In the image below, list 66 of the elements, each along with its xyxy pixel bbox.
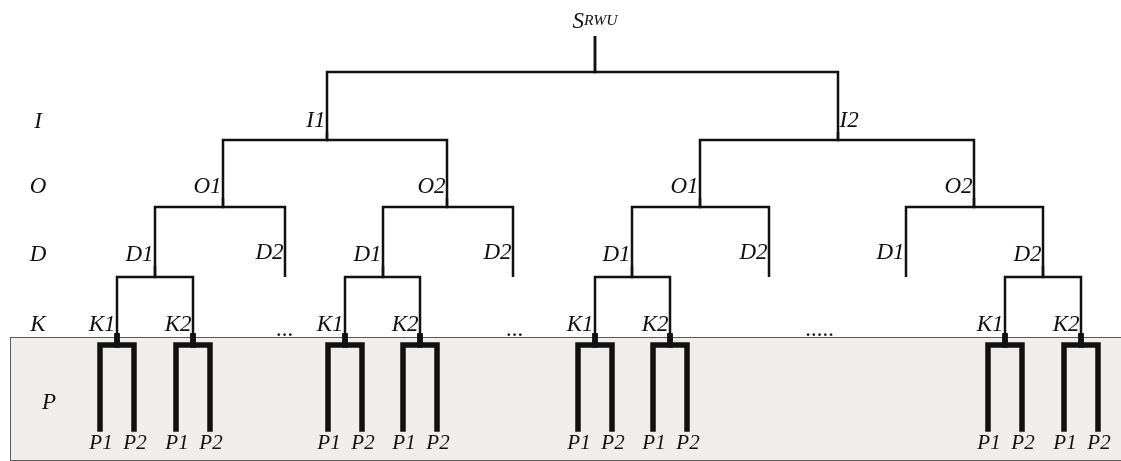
node-label: P1 [1048, 430, 1082, 454]
node-label: P2 [421, 430, 455, 454]
node-label: K1 [298, 310, 344, 336]
node-label: D1 [585, 240, 631, 266]
node-label: P1 [160, 430, 194, 454]
node-label: O2 [400, 172, 446, 198]
node-label: D2 [996, 240, 1042, 266]
node-label: O2 [927, 172, 973, 198]
tree-line [153, 266, 195, 336]
node-label: P2 [596, 430, 630, 454]
node-label: D1 [859, 240, 905, 277]
row-label: K [29, 310, 48, 336]
node-label: O1 [653, 172, 699, 198]
ellipsis-label: ..... [804, 315, 836, 341]
ellipsis-label: ... [275, 315, 295, 341]
tree-line [972, 198, 1045, 266]
tree-line [190, 333, 213, 432]
tree-line [114, 333, 137, 432]
node-label: K2 [146, 310, 192, 336]
tree-line [1041, 266, 1083, 336]
node-label: O1 [176, 172, 222, 198]
tree-line [836, 132, 976, 198]
node-label: P1 [972, 430, 1006, 454]
node-label: D1 [336, 240, 382, 266]
node-label: P2 [1006, 430, 1040, 454]
node-label: P1 [387, 430, 421, 454]
tree-line [667, 333, 690, 432]
node-label: I2 [839, 106, 885, 132]
node-label: K2 [623, 310, 669, 336]
node-label: P1 [84, 430, 118, 454]
node-label: P1 [312, 430, 346, 454]
node-label: P2 [1082, 430, 1116, 454]
node-label: K1 [70, 310, 116, 336]
node-label: P1 [637, 430, 671, 454]
row-label: O [28, 172, 48, 198]
tree-line [592, 333, 615, 432]
row-label: I [33, 107, 44, 133]
tree-line [593, 36, 840, 132]
tree-line [325, 132, 449, 198]
node-label: P2 [671, 430, 705, 454]
node-label: P1 [562, 430, 596, 454]
node-label: D1 [108, 240, 154, 266]
tree-line [445, 198, 515, 277]
node-label: I1 [280, 106, 326, 132]
node-label: D2 [722, 240, 768, 277]
row-label: P [40, 388, 58, 414]
node-label: K2 [373, 310, 419, 336]
node-label: P2 [346, 430, 380, 454]
tree-line [698, 198, 771, 277]
tree-line [630, 266, 672, 336]
node-label: D2 [238, 240, 284, 277]
node-label: K2 [1034, 310, 1080, 336]
row-label: D [28, 240, 48, 266]
tree-line [342, 333, 365, 432]
tree-line [381, 266, 422, 336]
node-label: P2 [194, 430, 228, 454]
tree-line [417, 333, 440, 432]
node-label: D2 [466, 240, 512, 277]
tree-line [1078, 333, 1101, 432]
node-label: P2 [118, 430, 152, 454]
node-label: K1 [958, 310, 1004, 336]
tree-line [221, 198, 287, 277]
node-label: K1 [548, 310, 594, 336]
ellipsis-label: ... [505, 315, 525, 341]
tree-line [1002, 333, 1025, 432]
shaded-band [10, 337, 1121, 461]
